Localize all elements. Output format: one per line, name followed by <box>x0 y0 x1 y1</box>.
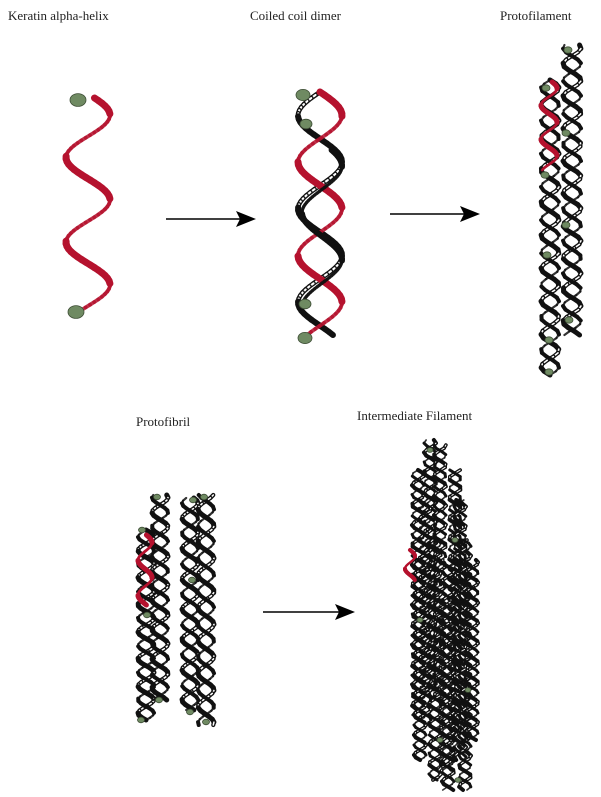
filament-cap-6 <box>455 778 461 783</box>
protofibril-cap-10 <box>189 577 196 583</box>
protofilament-illustration <box>541 45 581 375</box>
protofibril-cap-5 <box>190 497 197 503</box>
label-protofilament: Protofilament <box>500 8 572 23</box>
dimer-cap-1 <box>296 89 310 100</box>
protofilament-cap-2 <box>564 47 572 53</box>
n-terminal-cap <box>70 94 86 107</box>
label-protofibril: Protofibril <box>136 414 191 429</box>
alpha-helix-ribbon <box>66 98 110 310</box>
protofibril-cap-7 <box>187 709 194 715</box>
protofilament-cap-6 <box>562 222 570 228</box>
label-intermediate-filament: Intermediate Filament <box>357 408 473 423</box>
dimer-cap-2 <box>300 119 312 129</box>
protofibril-cap-2 <box>154 494 161 500</box>
protofibril-illustration <box>138 494 214 725</box>
arrow-1 <box>166 211 256 227</box>
protofibril-cap-6 <box>201 494 208 500</box>
protofilament-cap-3 <box>541 172 549 178</box>
protofibril-cap-3 <box>138 717 145 723</box>
intermediate-filament-illustration <box>405 440 478 790</box>
filament-cap-5 <box>437 738 443 743</box>
protofilament-cap-9 <box>545 369 553 375</box>
label-alpha-helix: Keratin alpha-helix <box>8 8 109 23</box>
coiled-coil-dimer-illustration <box>296 89 342 343</box>
protofilament-cap-5 <box>543 252 551 258</box>
filament-cap-3 <box>417 618 423 623</box>
filament-cap-2 <box>452 538 458 543</box>
filament-cap-1 <box>427 448 433 453</box>
arrow-3 <box>263 604 355 620</box>
protofibril-cap-8 <box>203 719 210 725</box>
filament-cap-4 <box>465 688 471 693</box>
alpha-helix-illustration <box>66 94 110 319</box>
protofilament-cap-1 <box>542 85 550 91</box>
label-dimer: Coiled coil dimer <box>250 8 342 23</box>
protofibril-cap-4 <box>156 697 163 703</box>
protofilament-cap-7 <box>545 337 553 343</box>
protofilament-cap-8 <box>565 317 573 323</box>
arrow-2 <box>390 206 480 222</box>
c-terminal-cap <box>68 306 84 319</box>
protofibril-cap-1 <box>139 527 146 533</box>
protofilament-cap-4 <box>562 130 570 136</box>
dimer-cap-4 <box>298 332 312 343</box>
protofibril-cap-9 <box>144 612 151 618</box>
dimer-cap-3 <box>299 299 311 309</box>
